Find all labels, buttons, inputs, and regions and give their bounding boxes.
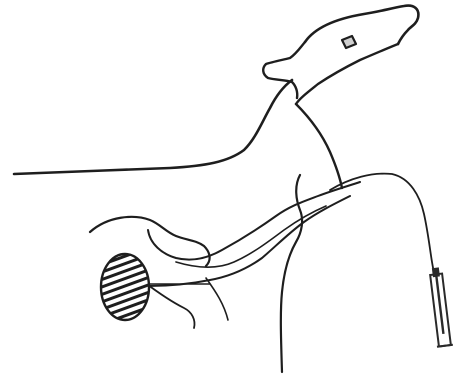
- neck-outline: [281, 175, 302, 372]
- back-outline: [14, 80, 292, 174]
- ear-outline: [263, 42, 305, 98]
- syringe-tip: [432, 268, 439, 277]
- tubing: [330, 174, 434, 276]
- hatched-organ: [101, 254, 149, 320]
- head-outline: [305, 6, 418, 44]
- vessel-upper: [148, 182, 360, 260]
- eye: [342, 36, 356, 48]
- syringe: [427, 267, 452, 346]
- throat-outline: [296, 104, 342, 188]
- retractor-left: [144, 282, 195, 328]
- jaw-outline: [296, 44, 398, 104]
